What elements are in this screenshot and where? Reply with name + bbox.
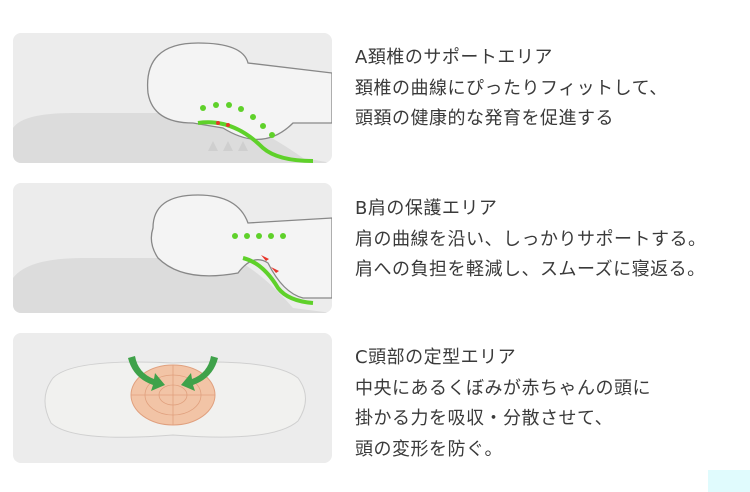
head-shaping-illustration <box>13 333 332 463</box>
section-a-title: A頚椎のサポートエリア <box>355 47 553 68</box>
pillow-shoulder-diagram <box>13 194 332 313</box>
section-b-line-2: 肩への負担を軽減し、スムーズに寝返る。 <box>355 259 706 280</box>
section-c-text: C頭部の定型エリア 中央にあるくぼみが赤ちゃんの頭に 掛かる力を吸収・分散させて… <box>355 343 651 465</box>
section-a-text: A頚椎のサポートエリア 頚椎の曲線にぴったりフィットして、 頭頚の健康的な発育を… <box>355 43 668 135</box>
section-b-title: B肩の保護エリア <box>355 198 498 219</box>
section-a-line-1: 頚椎の曲線にぴったりフィットして、 <box>355 77 668 99</box>
section-c-line-2: 掛かる力を吸収・分散させて、 <box>355 408 614 429</box>
section-b-text: B肩の保護エリア 肩の曲線を沿い、しっかりサポートする。 肩への負担を軽減し、ス… <box>355 194 707 286</box>
shoulder-protection-illustration <box>13 183 332 313</box>
corner-highlight <box>708 470 750 492</box>
pillow-top-diagram <box>44 356 306 438</box>
neck-support-illustration <box>13 33 332 163</box>
section-a-line-2: 頭頚の健康的な発育を促進する <box>355 108 614 129</box>
pillow-neck-diagram <box>13 42 332 163</box>
section-c-line-1: 中央にあるくぼみが赤ちゃんの頭に <box>355 377 651 399</box>
section-c-title: C頭部の定型エリア <box>355 347 517 368</box>
section-b-line-1: 肩の曲線を沿い、しっかりサポートする。 <box>355 228 707 250</box>
section-c-line-3: 頭の変形を防ぐ。 <box>355 438 503 460</box>
